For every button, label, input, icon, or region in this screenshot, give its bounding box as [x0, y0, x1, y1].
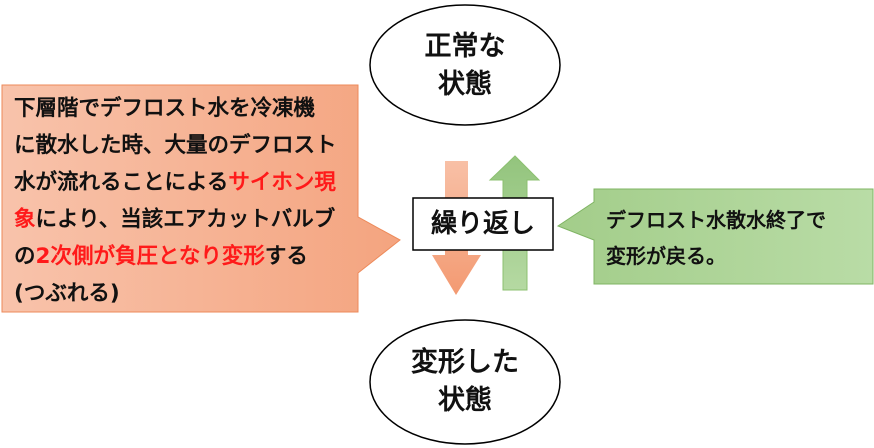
callout-text: (つぶれる): [14, 281, 120, 306]
callout-text: により、当該エアカットバルブ: [35, 207, 336, 232]
left-callout-line: の2次側が負圧となり変形する: [14, 238, 337, 275]
deformed-state-line1: 変形した: [411, 347, 519, 378]
normal-state-line1: 正常な: [424, 31, 506, 62]
callout-text: の: [14, 244, 36, 269]
left-callout-line: (つぶれる): [14, 275, 337, 312]
left-callout-shape: [1, 84, 401, 313]
repeat-box: [412, 197, 554, 251]
highlighted-text: サイホン現: [228, 170, 336, 195]
left-callout-line: 象により、当該エアカットバルブ: [14, 201, 337, 238]
deformed-state-line2: 状態: [438, 385, 492, 416]
normal-state-line2: 状態: [438, 69, 492, 100]
highlighted-text: 象: [14, 207, 36, 232]
repeat-label: 繰り返し: [430, 209, 535, 239]
highlighted-text: 2次側が負圧となり変形: [35, 244, 265, 269]
deformed-state-label: 変形した 状態: [370, 344, 560, 420]
callout-text: する: [264, 244, 308, 269]
right-callout-line1: デフロスト水散水終了で: [606, 208, 826, 232]
right-callout-line2: 変形が戻る。: [606, 244, 726, 268]
left-callout-line: 水が流れることによるサイホン現: [14, 164, 337, 201]
callout-text: に散水した時、大量のデフロスト: [14, 133, 337, 158]
callout-text: 水が流れることによる: [14, 170, 229, 195]
normal-state-label: 正常な 状態: [370, 28, 560, 104]
left-callout-line: に散水した時、大量のデフロスト: [14, 127, 337, 164]
left-callout-text: 下層階でデフロスト水を冷凍機に散水した時、大量のデフロスト水が流れることによるサ…: [14, 90, 337, 312]
left-callout-line: 下層階でデフロスト水を冷凍機: [14, 90, 337, 127]
right-callout-text: デフロスト水散水終了で 変形が戻る。: [606, 202, 826, 274]
right-callout-shape: [556, 188, 874, 285]
deformed-state-ellipse: [369, 319, 561, 445]
callout-text: 下層階でデフロスト水を冷凍機: [14, 96, 316, 121]
normal-state-ellipse: [369, 4, 561, 126]
